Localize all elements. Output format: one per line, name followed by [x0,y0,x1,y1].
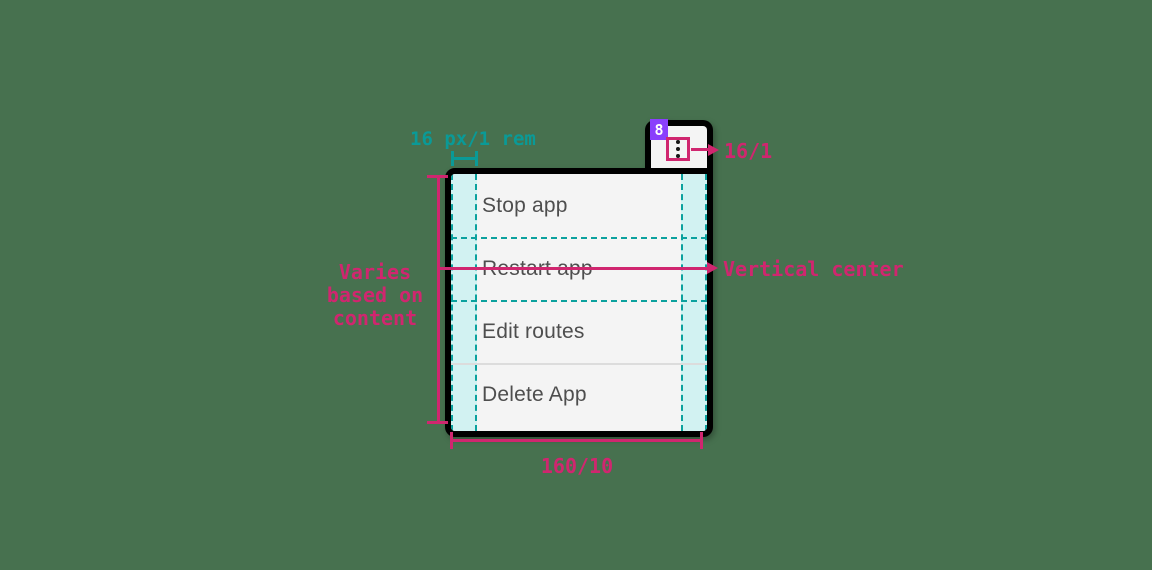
spec-number-badge: 8 [650,119,668,140]
padding-column-right [681,174,707,431]
width-dimension-cap-left [450,432,453,449]
kebab-annotation-box [666,137,690,161]
menu-item-label: Delete App [482,382,587,406]
overflow-menu-component: 8 Stop app Restart app Edit routes [445,119,713,437]
height-varies-label: Varies based on content [326,260,424,330]
row-boundary-dashed-line [451,300,707,302]
menu-item-stop-app[interactable]: Stop app [451,174,707,237]
vertical-center-line [438,267,710,270]
menu-item-label: Edit routes [482,319,585,343]
overflow-menu-inner: Stop app Restart app Edit routes Delete … [451,174,707,431]
badge-count: 8 [654,120,664,139]
button-size-label: 16/1 [724,139,773,163]
vertical-center-arrowhead-icon [707,262,718,274]
menu-divider [451,363,707,365]
padding-measurement-bracket [451,151,478,166]
menu-item-edit-routes[interactable]: Edit routes [451,300,707,363]
menu-item-label: Stop app [482,193,568,217]
width-dimension-line [450,439,703,442]
width-dimension-label: 160/10 [540,454,614,478]
vertical-center-label: Vertical center [723,257,904,281]
padding-column-left [451,174,477,431]
width-dimension-cap-right [700,432,703,449]
menu-item-delete-app[interactable]: Delete App [451,363,707,426]
height-dimension-cap-top [427,175,448,178]
height-dimension-line [437,175,440,424]
height-dimension-cap-bottom [427,421,448,424]
overflow-menu-vertical-icon [676,154,680,158]
button-size-arrow-line [691,148,710,151]
overflow-menu-vertical-icon [676,140,680,144]
overflow-menu-panel: Stop app Restart app Edit routes Delete … [445,168,713,437]
button-size-arrowhead-icon [708,144,719,156]
row-boundary-dashed-line [451,237,707,239]
padding-measurement-label: 16 px/1 rem [410,128,536,150]
overflow-menu-vertical-icon [676,147,680,151]
